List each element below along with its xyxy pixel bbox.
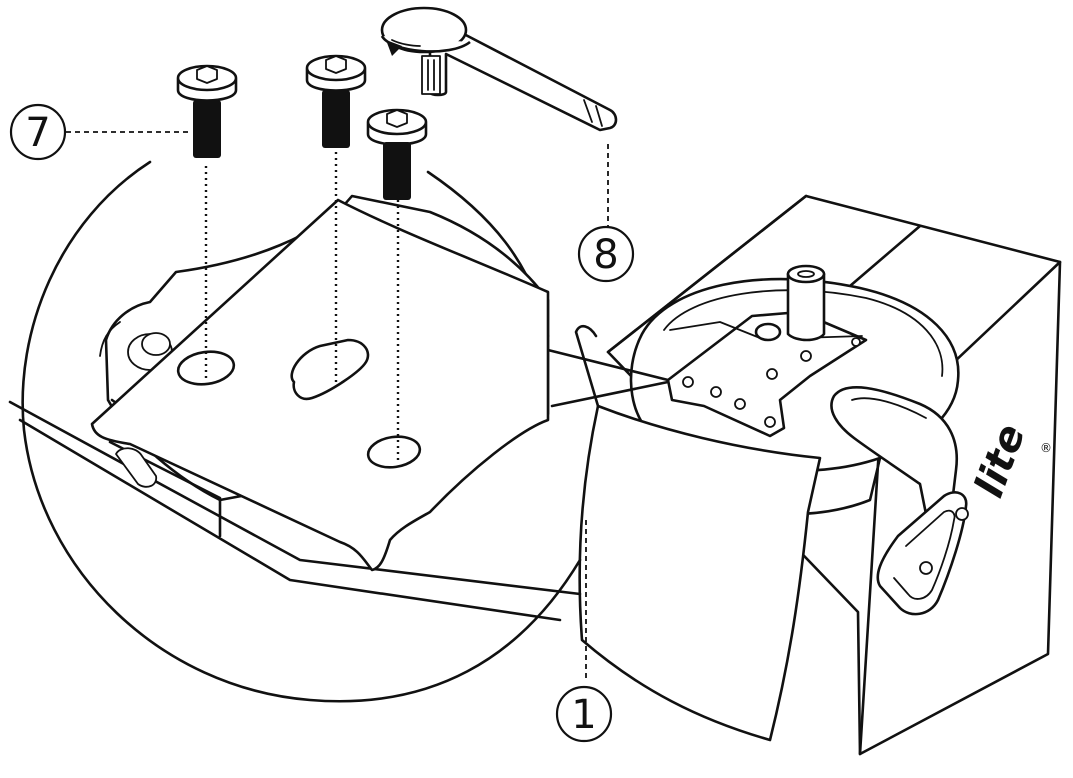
screw-3 [366,108,428,200]
svg-text:1: 1 [571,692,596,738]
seat-mechanism-plate [666,264,868,438]
svg-text:7: 7 [25,110,50,156]
detail-plate [90,198,550,572]
screw-1 [176,64,238,158]
callout-seat: 1 [555,685,613,743]
svg-text:®: ® [1040,441,1052,455]
screw-2 [305,54,367,148]
armrest-part [830,385,969,616]
insertion-guides [66,131,609,680]
callout-screws: 7 [9,103,67,161]
hex-socket-screw-icon [176,54,428,200]
curved-arrow-icon [380,6,471,56]
callout-hex-key: 8 [577,225,635,283]
svg-text:8: 8 [593,232,618,278]
